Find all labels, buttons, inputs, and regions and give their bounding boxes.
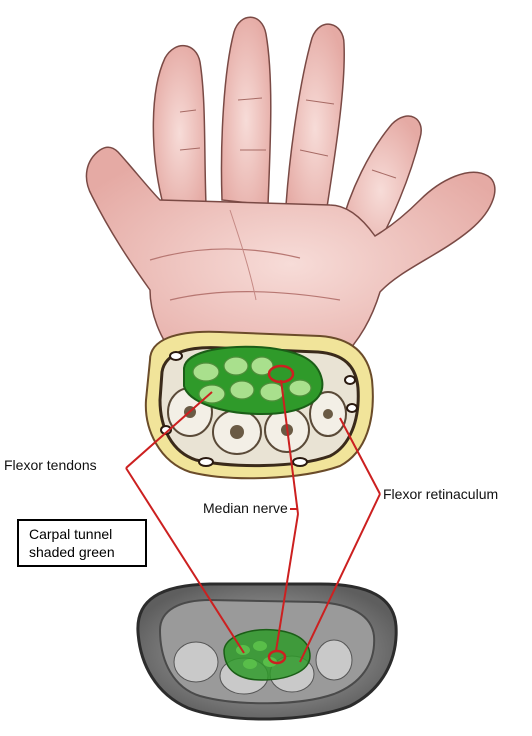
hand-illustration (86, 17, 494, 360)
middle-finger (222, 17, 271, 205)
callout-line-1: Carpal tunnel (29, 525, 145, 543)
mri-cross-section-icon (138, 584, 396, 719)
index-finger (153, 46, 206, 205)
flexor-tendons-label: Flexor tendons (4, 457, 97, 473)
median-nerve-label: Median nerve (201, 500, 290, 516)
wrist-cross-section-icon (146, 332, 373, 479)
carpal-tunnel-callout: Carpal tunnel shaded green (17, 519, 147, 567)
callout-line-2: shaded green (29, 543, 145, 561)
ring-finger (286, 24, 344, 214)
mri-carpal-tunnel (224, 630, 310, 680)
flexor-retinaculum-label: Flexor retinaculum (383, 486, 498, 502)
